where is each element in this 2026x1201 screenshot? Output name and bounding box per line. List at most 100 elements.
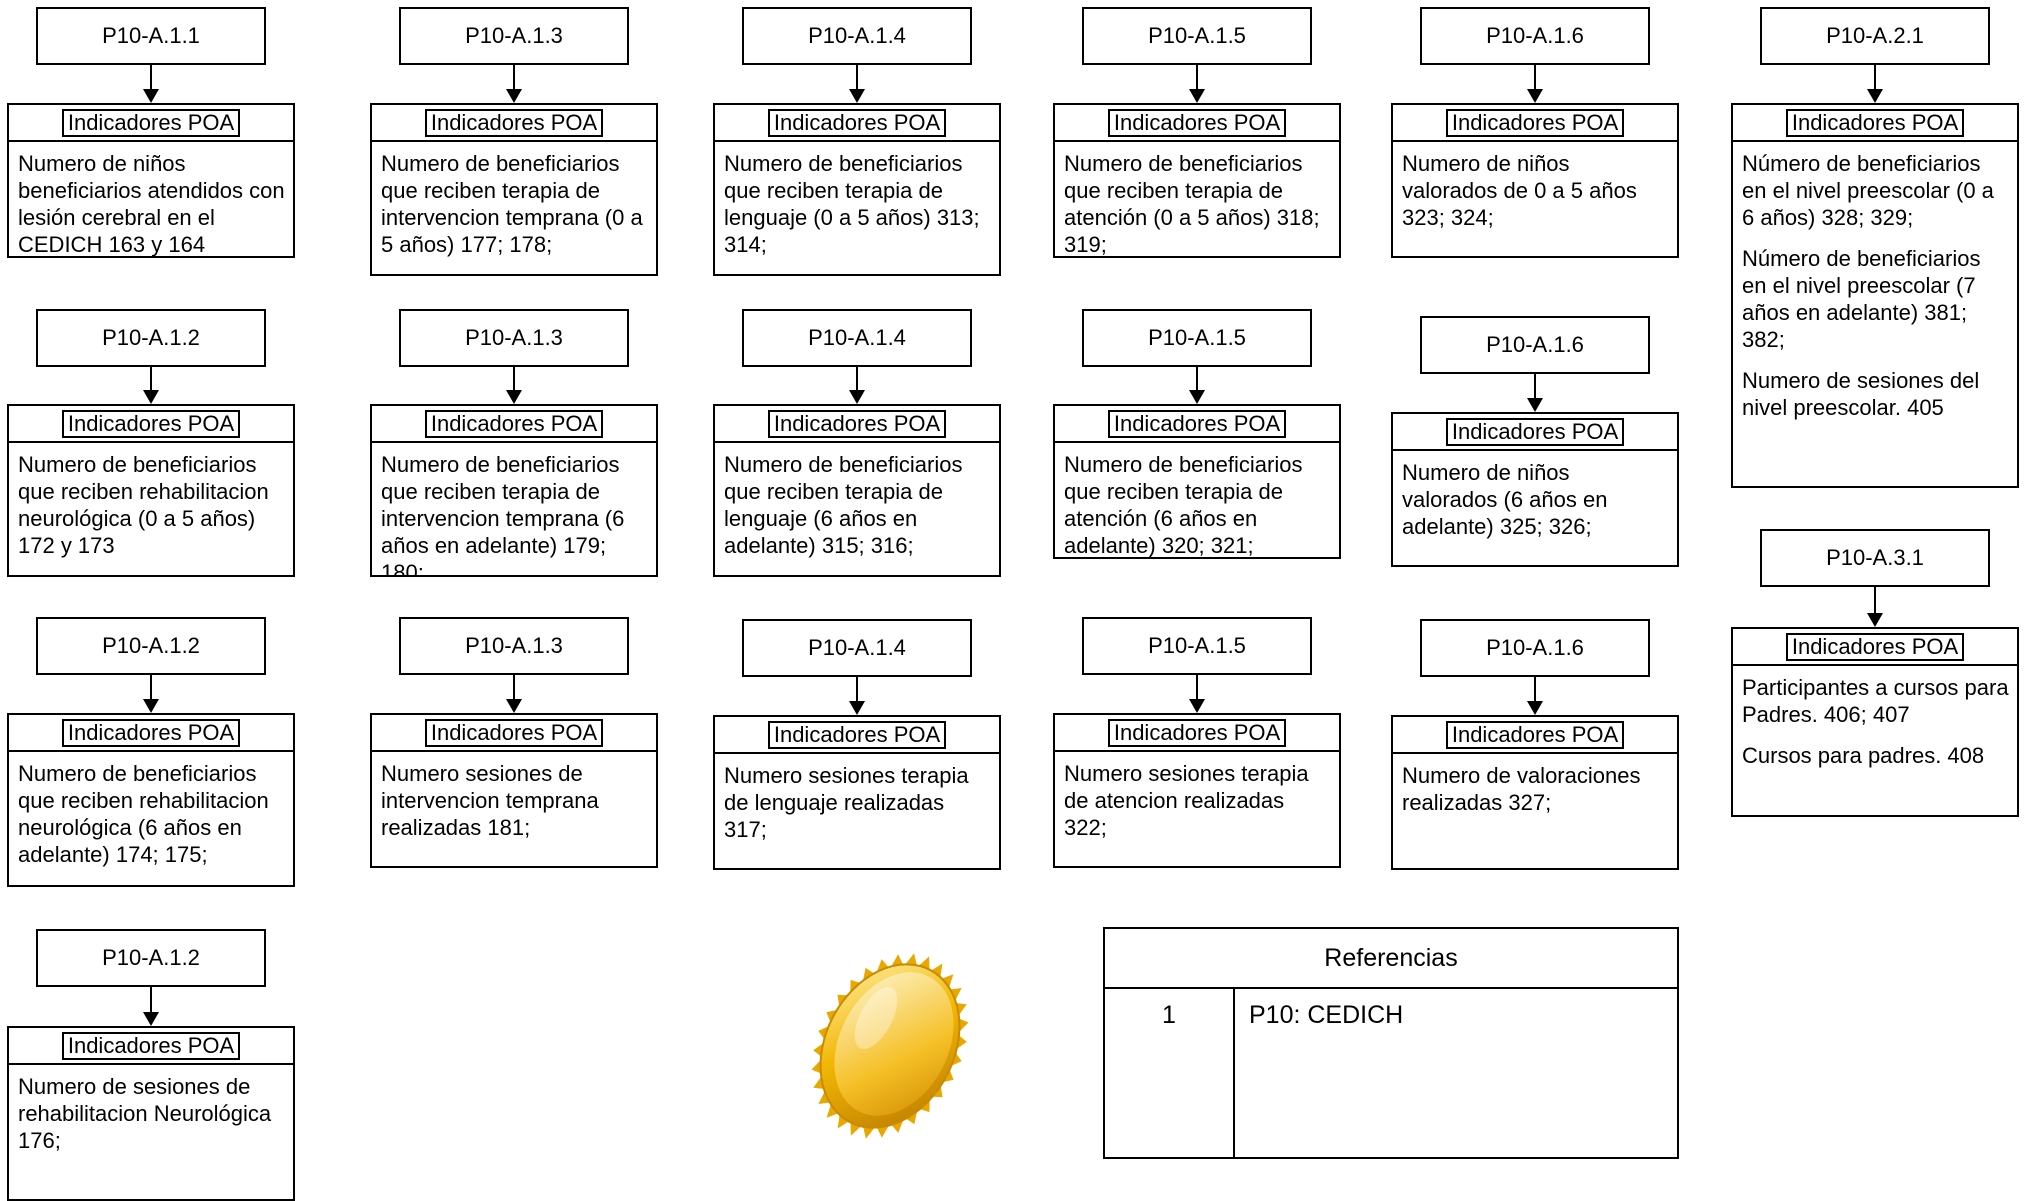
activity-code-box: P10-A.1.2 — [36, 617, 266, 675]
activity-code-box: P10-A.1.1 — [36, 7, 266, 65]
indicator-text: Número de beneficiarios en el nivel pree… — [1742, 151, 1994, 230]
activity-code-box: P10-A.1.5 — [1082, 7, 1312, 65]
indicator-header: Indicadores POA — [9, 1028, 293, 1065]
connector-line — [150, 987, 152, 1012]
connector-line — [150, 675, 152, 699]
arrow-down-icon — [1867, 89, 1883, 103]
indicator-text: Numero de sesiones del nivel preescolar.… — [1742, 368, 1980, 420]
indicator-body: Numero de beneficiarios que reciben reha… — [9, 443, 293, 559]
arrow-down-icon — [1867, 613, 1883, 627]
activity-code-box: P10-A.1.6 — [1420, 7, 1650, 65]
indicator-text: Numero de sesiones de rehabilitacion Neu… — [18, 1074, 272, 1153]
arrow-down-icon — [849, 701, 865, 715]
indicator-header-title: Indicadores POA — [1107, 108, 1287, 137]
indicator-body: Numero de valoraciones realizadas 327; — [1393, 754, 1677, 816]
indicator-text: Numero sesiones terapia de atencion real… — [1064, 761, 1309, 840]
arrow-down-icon — [1527, 89, 1543, 103]
indicator-header: Indicadores POA — [1055, 715, 1339, 752]
indicator-header-title: Indicadores POA — [1445, 720, 1625, 749]
indicator-text: Participantes a cursos para Padres. 406;… — [1742, 675, 2009, 727]
indicator-body: Numero sesiones de intervencion temprana… — [372, 752, 656, 841]
indicator-box: Indicadores POA Numero de beneficiarios q… — [370, 404, 658, 577]
indicator-header-title: Indicadores POA — [424, 718, 604, 747]
activity-code-box: P10-A.1.6 — [1420, 619, 1650, 677]
activity-code-box: P10-A.1.4 — [742, 309, 972, 367]
indicator-header: Indicadores POA — [372, 715, 656, 752]
indicator-box: Indicadores POA Numero de valoraciones re… — [1391, 715, 1679, 870]
indicator-header-title: Indicadores POA — [61, 409, 241, 438]
activity-code-box: P10-A.1.5 — [1082, 309, 1312, 367]
arrow-down-icon — [849, 390, 865, 404]
indicator-header-title: Indicadores POA — [61, 108, 241, 137]
connector-line — [1196, 65, 1198, 89]
arrow-down-icon — [1527, 398, 1543, 412]
indicator-body: Numero de niños valorados (6 años en ade… — [1393, 451, 1677, 540]
activity-code-box: P10-A.1.3 — [399, 617, 629, 675]
indicator-text: Numero de valoraciones realizadas 327; — [1402, 763, 1641, 815]
connector-line — [1534, 677, 1536, 701]
arrow-down-icon — [849, 89, 865, 103]
indicator-box: Indicadores POA Numero de niños beneficia… — [7, 103, 295, 258]
connector-line — [1196, 675, 1198, 699]
indicator-body: Numero de beneficiarios que reciben tera… — [372, 443, 656, 575]
indicator-body: Numero de niños valorados de 0 a 5 años … — [1393, 142, 1677, 231]
arrow-down-icon — [1189, 390, 1205, 404]
indicator-body: Numero de beneficiarios que reciben tera… — [1055, 142, 1339, 257]
connector-line — [856, 65, 858, 89]
connector-line — [1874, 65, 1876, 89]
indicator-body: Número de beneficiarios en el nivel pree… — [1733, 142, 2017, 421]
indicator-box: Indicadores POA Numero de beneficiarios q… — [1053, 404, 1341, 559]
indicator-header-title: Indicadores POA — [1107, 718, 1287, 747]
arrow-down-icon — [506, 89, 522, 103]
connector-line — [513, 675, 515, 699]
indicator-body: Numero de sesiones de rehabilitacion Neu… — [9, 1065, 293, 1154]
activity-code-box: P10-A.1.2 — [36, 929, 266, 987]
activity-code-box: P10-A.1.6 — [1420, 316, 1650, 374]
indicator-header: Indicadores POA — [715, 717, 999, 754]
reference-text: P10: CEDICH — [1249, 1001, 1404, 1029]
indicator-header: Indicadores POA — [715, 406, 999, 443]
indicator-text: Numero de beneficiarios que reciben reha… — [18, 761, 269, 867]
indicator-body: Numero de beneficiarios que reciben tera… — [715, 142, 999, 258]
indicator-body: Numero sesiones terapia de lenguaje real… — [715, 754, 999, 843]
indicator-text: Numero de beneficiarios que reciben tera… — [1064, 151, 1320, 257]
indicator-body: Numero de niños beneficiarios atendidos … — [9, 142, 293, 256]
indicator-box: Indicadores POA Numero sesiones de interv… — [370, 713, 658, 868]
gold-seal-icon — [811, 953, 969, 1139]
indicator-header-title: Indicadores POA — [61, 1031, 241, 1060]
activity-code-box: P10-A.1.3 — [399, 7, 629, 65]
indicator-header-title: Indicadores POA — [424, 409, 604, 438]
indicator-header: Indicadores POA — [372, 105, 656, 142]
indicator-header: Indicadores POA — [372, 406, 656, 443]
indicator-box: Indicadores POA Numero sesiones terapia d… — [1053, 713, 1341, 868]
connector-line — [1534, 65, 1536, 89]
indicator-header: Indicadores POA — [1393, 105, 1677, 142]
indicator-body: Numero sesiones terapia de atencion real… — [1055, 752, 1339, 841]
indicator-header-title: Indicadores POA — [767, 720, 947, 749]
arrow-down-icon — [1527, 701, 1543, 715]
indicator-header-title: Indicadores POA — [1445, 417, 1625, 446]
connector-line — [150, 65, 152, 89]
arrow-down-icon — [506, 390, 522, 404]
connector-line — [150, 367, 152, 390]
indicator-header-title: Indicadores POA — [1785, 108, 1965, 137]
indicator-header: Indicadores POA — [9, 406, 293, 443]
arrow-down-icon — [143, 390, 159, 404]
indicator-header: Indicadores POA — [9, 105, 293, 142]
indicator-body: Numero de beneficiarios que reciben tera… — [1055, 443, 1339, 557]
activity-code-box: P10-A.2.1 — [1760, 7, 1990, 65]
connector-line — [1874, 587, 1876, 613]
indicator-text: Número de beneficiarios en el nivel pree… — [1742, 246, 1981, 352]
indicator-header-title: Indicadores POA — [1107, 409, 1287, 438]
indicator-text: Numero de niños valorados (6 años en ade… — [1402, 460, 1608, 539]
indicator-header: Indicadores POA — [1393, 717, 1677, 754]
indicator-header-title: Indicadores POA — [1445, 108, 1625, 137]
indicator-box: Indicadores POA Numero de sesiones de reh… — [7, 1026, 295, 1201]
activity-code-box: P10-A.1.4 — [742, 7, 972, 65]
indicator-box: Indicadores POA Numero de niños valorados… — [1391, 412, 1679, 567]
activity-code-box: P10-A.1.3 — [399, 309, 629, 367]
connector-line — [513, 367, 515, 390]
activity-code-box: P10-A.1.5 — [1082, 617, 1312, 675]
